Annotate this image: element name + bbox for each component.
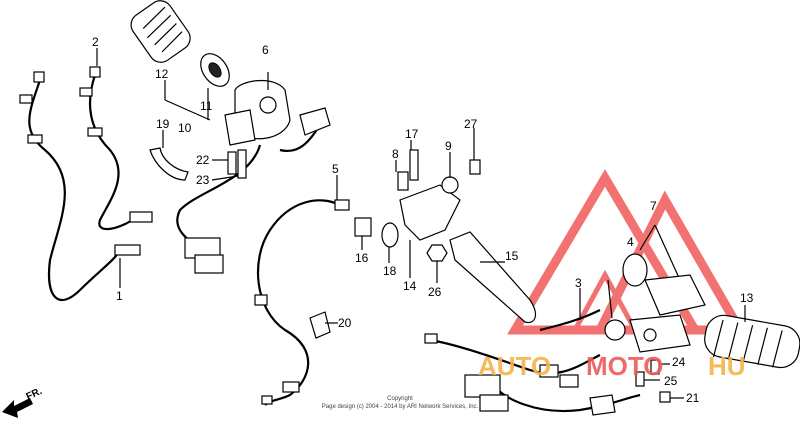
label-6: 6 <box>262 43 269 57</box>
front-direction-arrow: FR. <box>2 386 44 418</box>
watermark-logo <box>507 169 748 335</box>
clamp-band-and-screws <box>149 130 247 181</box>
label-24: 24 <box>672 355 686 369</box>
label-18: 18 <box>383 264 397 278</box>
label-22: 22 <box>196 153 210 167</box>
copyright-line2: Page design (c) 2004 - 2014 by ARI Netwo… <box>322 404 479 410</box>
label-14: 14 <box>403 279 417 293</box>
left-switch-housing <box>176 72 331 274</box>
clutch-lever <box>449 231 537 324</box>
label-17: 17 <box>405 127 419 141</box>
label-27: 27 <box>464 117 478 131</box>
label-3: 3 <box>575 276 582 290</box>
right-switch-housing <box>604 224 706 353</box>
watermark-part-b: MOTO <box>586 351 664 381</box>
right-grip <box>704 305 800 369</box>
label-2: 2 <box>92 35 99 49</box>
watermark-part-c: HU <box>708 351 746 381</box>
label-16: 16 <box>355 251 369 265</box>
label-19: 19 <box>156 117 170 131</box>
label-7: 7 <box>650 199 657 213</box>
label-10: 10 <box>178 121 192 135</box>
label-11: 11 <box>200 99 213 113</box>
throttle-cables <box>19 48 153 301</box>
label-5: 5 <box>332 162 339 176</box>
label-20: 20 <box>338 316 352 330</box>
label-13: 13 <box>740 291 754 305</box>
copyright-line1: Copyright <box>387 396 413 402</box>
part-number-labels: 1 2 3 4 5 6 7 8 9 10 11 12 13 14 15 16 1… <box>92 35 754 405</box>
copyright-notice: Copyright Page design (c) 2004 - 2014 by… <box>322 396 479 410</box>
right-screws <box>635 359 684 403</box>
right-cables <box>424 279 641 416</box>
label-21: 21 <box>686 391 700 405</box>
watermark-part-a: AUTO <box>478 351 551 381</box>
label-26: 26 <box>428 285 442 299</box>
lever-bracket-assembly <box>354 128 481 283</box>
label-25: 25 <box>664 374 678 388</box>
label-4: 4 <box>627 235 634 249</box>
left-grip <box>130 0 230 121</box>
direction-label: FR. <box>25 386 44 403</box>
label-9: 9 <box>445 139 452 153</box>
watermark-text: AUTO MOTO HU <box>478 351 746 381</box>
label-8: 8 <box>392 147 399 161</box>
clutch-cable <box>254 175 350 406</box>
label-1: 1 <box>116 289 123 303</box>
label-12: 12 <box>155 67 169 81</box>
label-15: 15 <box>505 249 519 263</box>
label-23: 23 <box>196 173 210 187</box>
